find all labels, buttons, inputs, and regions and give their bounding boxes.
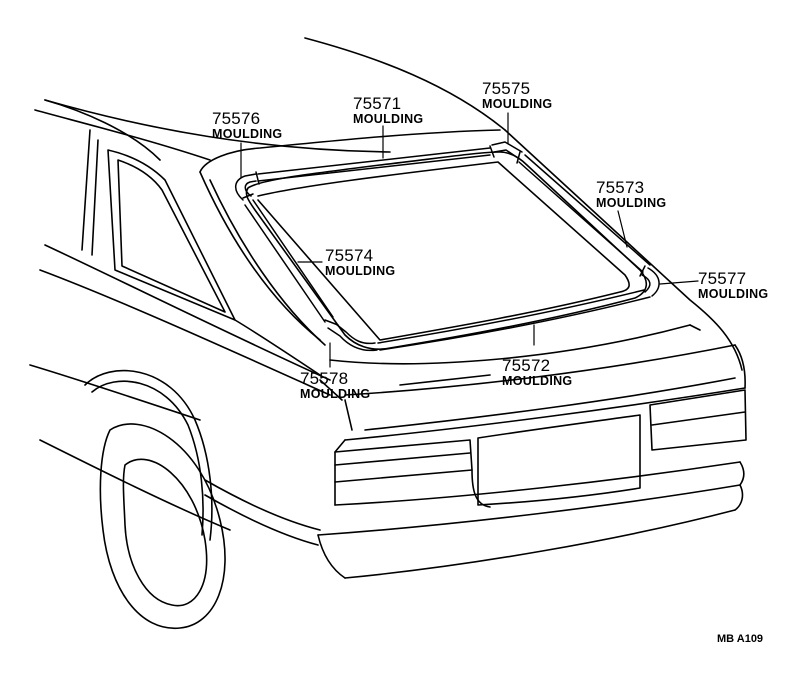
part-name: MOULDING bbox=[353, 112, 424, 126]
label-75576: 75576 MOULDING bbox=[212, 110, 282, 141]
part-name: MOULDING bbox=[325, 264, 396, 278]
rear-wheel bbox=[84, 369, 226, 629]
label-75571: 75571 MOULDING bbox=[353, 95, 423, 126]
part-name: MOULDING bbox=[698, 287, 769, 301]
label-75575: 75575 MOULDING bbox=[482, 80, 552, 111]
part-name: MOULDING bbox=[212, 127, 283, 141]
part-name: MOULDING bbox=[502, 374, 573, 388]
label-75578: 75578 MOULDING bbox=[300, 370, 370, 401]
label-75574: 75574 MOULDING bbox=[325, 247, 395, 278]
part-number: 75571 bbox=[353, 94, 402, 113]
side-body-outline bbox=[29, 99, 331, 546]
leader-lines bbox=[240, 112, 699, 368]
figure-code: MB A109 bbox=[717, 633, 764, 645]
label-75577: 75577 MOULDING bbox=[698, 270, 768, 301]
part-number: 75578 bbox=[300, 369, 349, 388]
part-name: MOULDING bbox=[482, 97, 553, 111]
part-number: 75576 bbox=[212, 109, 261, 128]
part-number: 75574 bbox=[325, 246, 374, 265]
part-number: 75575 bbox=[482, 79, 531, 98]
part-number: 75572 bbox=[502, 356, 551, 375]
label-75573: 75573 MOULDING bbox=[596, 179, 666, 210]
part-name: MOULDING bbox=[596, 196, 667, 210]
label-75572: 75572 MOULDING bbox=[502, 357, 572, 388]
part-number: 75577 bbox=[698, 269, 747, 288]
tailgate bbox=[319, 129, 746, 441]
rear-window-glass bbox=[245, 151, 648, 350]
rear-bumper bbox=[317, 461, 745, 579]
part-number: 75573 bbox=[596, 178, 645, 197]
moulding-strips bbox=[235, 141, 660, 352]
part-name: MOULDING bbox=[300, 387, 371, 401]
roof-outline bbox=[34, 37, 506, 173]
